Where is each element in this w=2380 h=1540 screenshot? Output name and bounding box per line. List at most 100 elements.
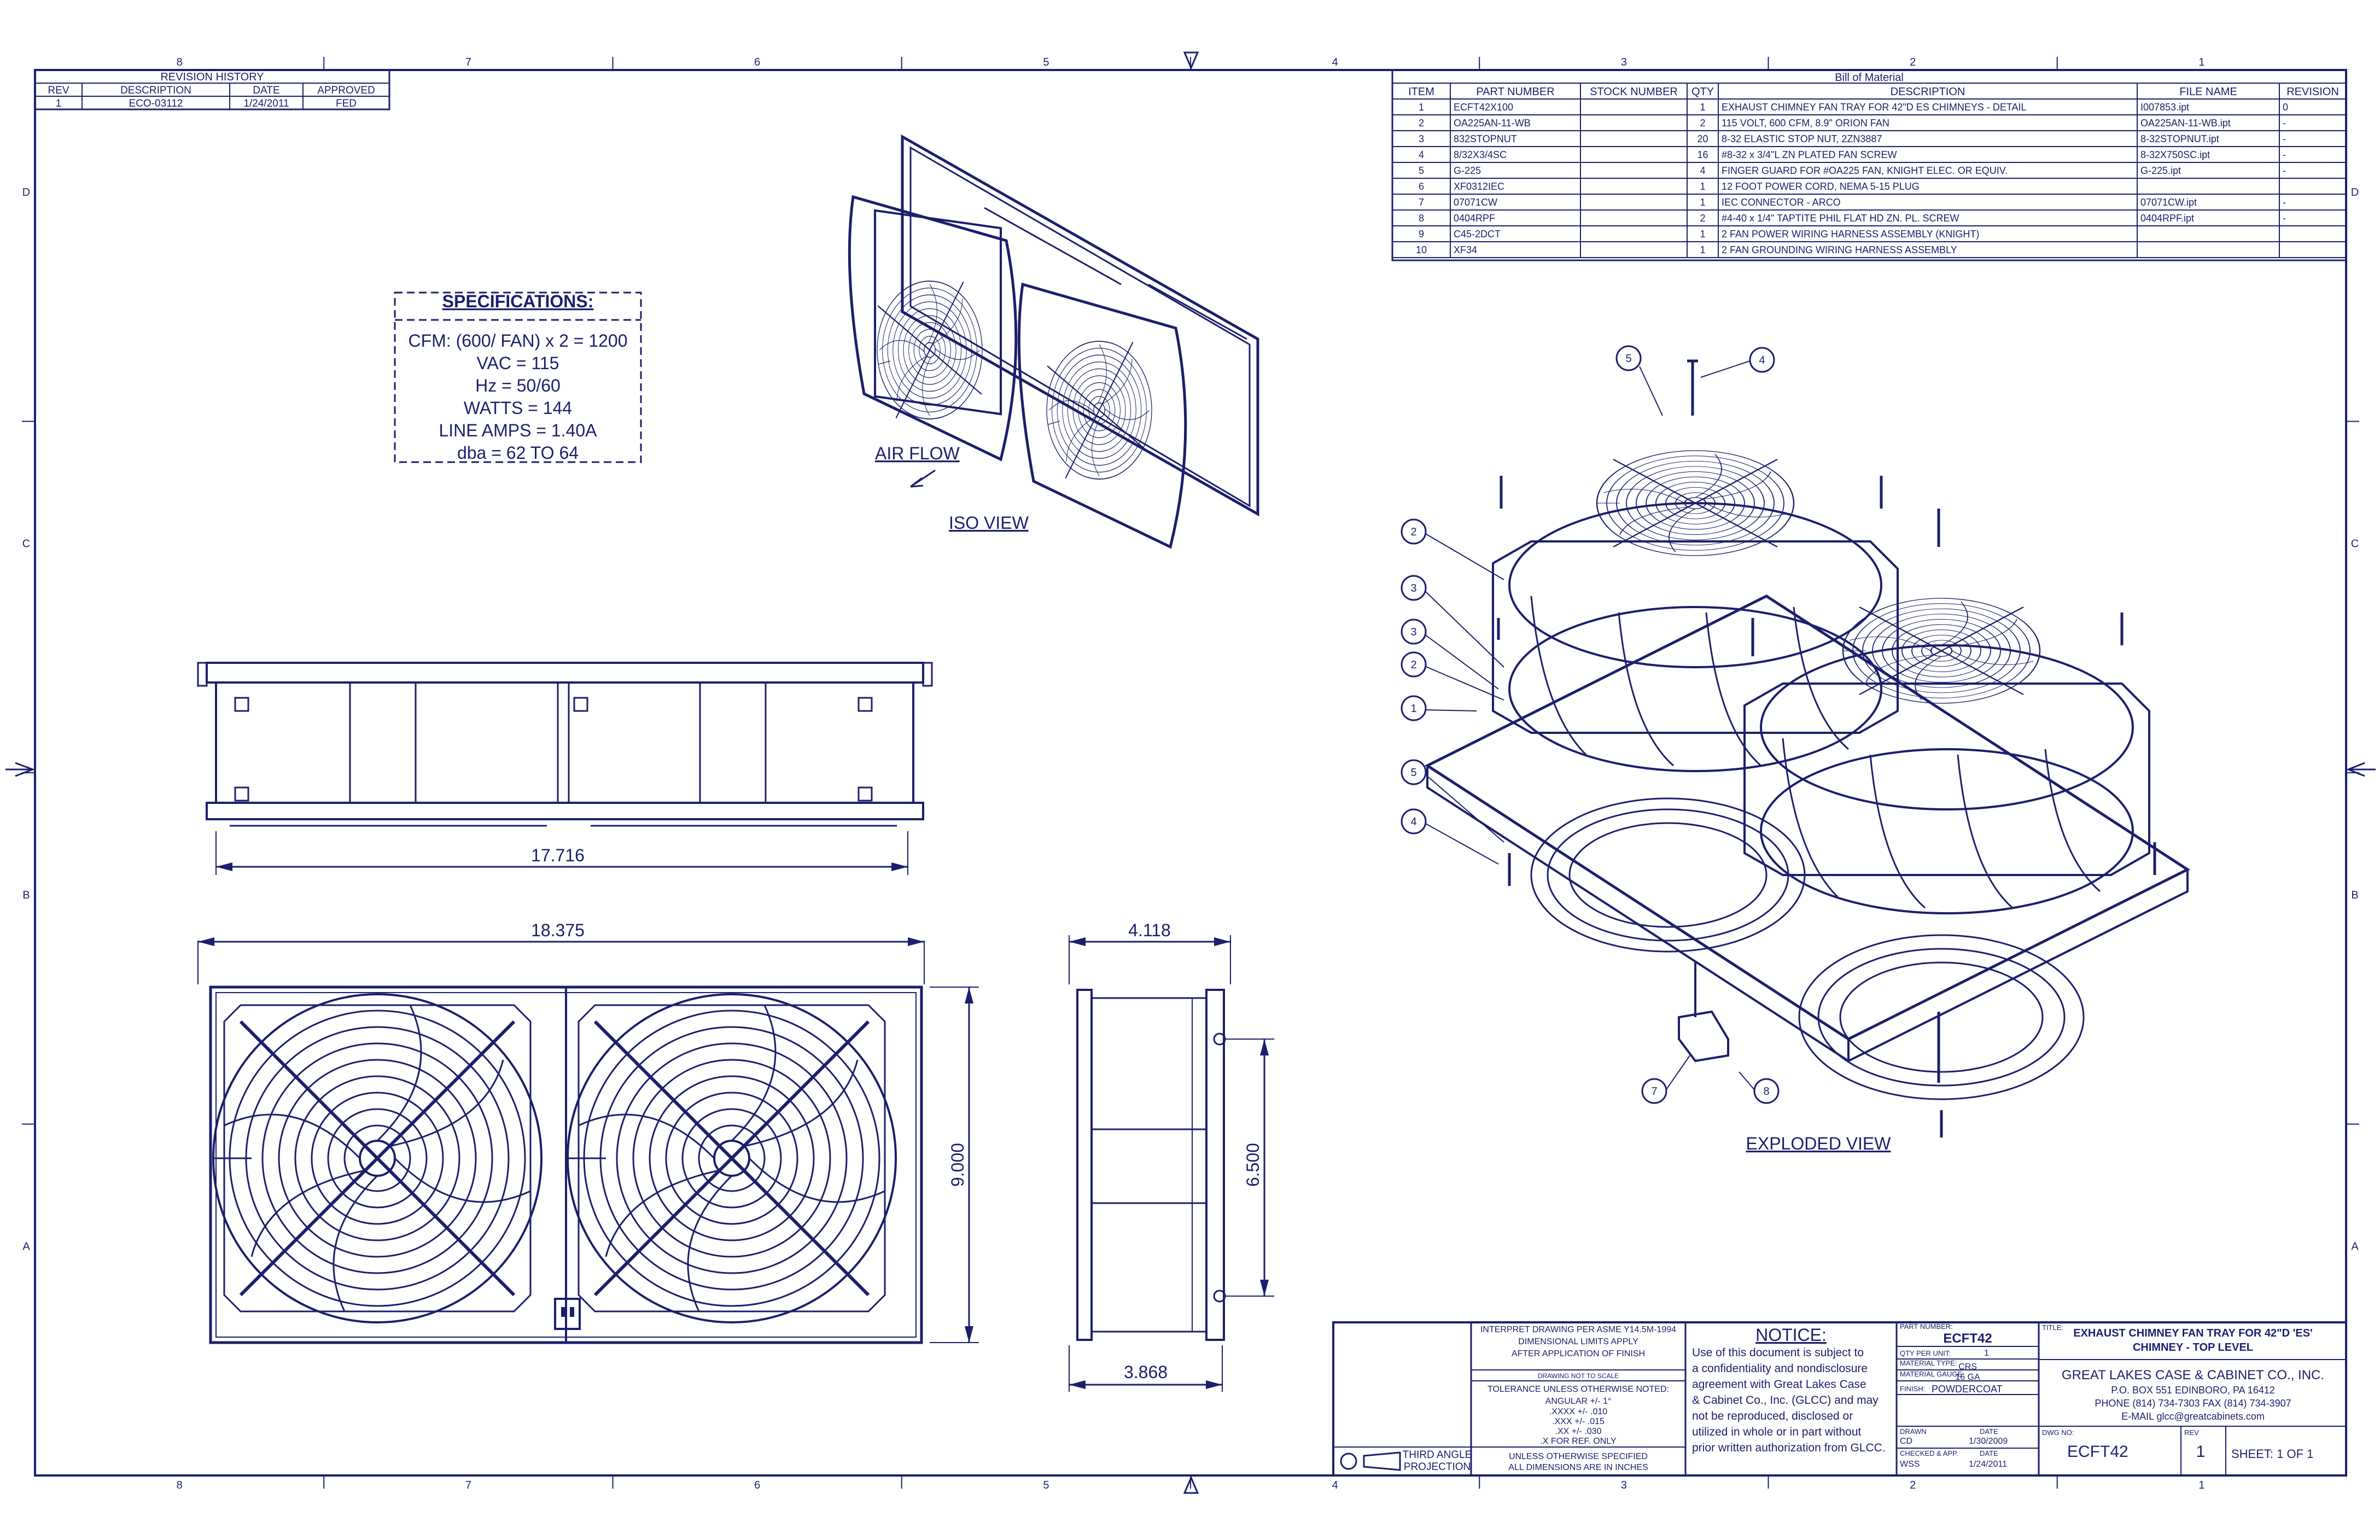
qty-value: 1 [1984, 1349, 1989, 1358]
item-balloon [1401, 651, 1427, 678]
projection-label: THIRD ANGLE [1403, 1449, 1472, 1461]
front-fan-1 [213, 994, 541, 1322]
dim-side-width: 17.716 [531, 845, 585, 865]
iso-view: AIR FLOW ISO VIEW [848, 134, 1259, 549]
zone-col-label: 1 [2198, 56, 2204, 68]
limits-note: DIMENSIONAL LIMITS APPLY [1518, 1337, 1638, 1346]
date-cell: 1/24/2011 [243, 98, 289, 109]
item-balloon-label: 7 [1651, 1086, 1657, 1098]
end-view: 4.118 6.500 3.868 [1069, 920, 1274, 1392]
drawing-title-line1: EXHAUST CHIMNEY FAN TRAY FOR 42"D 'ES' [2073, 1327, 2313, 1339]
front-fan-2 [568, 994, 896, 1322]
zone-col-label: 7 [465, 56, 471, 68]
bom-cell: 07071CW [1454, 197, 1497, 208]
item-balloon [1749, 347, 1775, 373]
bom-cell: EXHAUST CHIMNEY FAN TRAY FOR 42"D ES CHI… [1722, 102, 2027, 113]
description-cell: ECO-03112 [129, 98, 183, 109]
finish-value: POWDERCOAT [1932, 1384, 2003, 1395]
tol-4place: .XXXX +/- .010 [1549, 1407, 1607, 1416]
item-balloon-label: 2 [1410, 526, 1416, 538]
bom-header: QTY [1691, 86, 1714, 98]
units-note-2: ALL DIMENSIONS ARE IN INCHES [1508, 1463, 1648, 1472]
drawn-label: DRAWN [1900, 1427, 1927, 1436]
bom-cell: 1 [1700, 197, 1705, 208]
zone-row-label: D [2351, 186, 2359, 199]
bom-cell: 8-32STOPNUT.ipt [2140, 133, 2219, 144]
item-balloon-label: 3 [1410, 626, 1416, 638]
qty-label: QTY PER UNIT: [1900, 1349, 1951, 1357]
iso-fan-2 [1036, 328, 1163, 493]
zone-col-label: 3 [1621, 1479, 1627, 1491]
bom-cell: 16 [1697, 149, 1708, 160]
part-number-value: ECFT42 [1943, 1331, 1992, 1346]
zone-col-label: 1 [2198, 1479, 2204, 1491]
material-type-value: CRS [1958, 1362, 1977, 1372]
zone-col-label: 5 [1043, 56, 1049, 68]
bom-cell: 07071CW.ipt [2140, 197, 2197, 208]
part-number-label: PART NUMBER: [1900, 1322, 1953, 1331]
item-balloon [1401, 808, 1427, 835]
item-balloon-label: 3 [1410, 582, 1416, 594]
bom-cell: 2 FAN GROUNDING WIRING HARNESS ASSEMBLY [1722, 244, 1957, 255]
bom-cell: - [2283, 149, 2286, 160]
checked-date-value: 1/24/2011 [1969, 1460, 2007, 1469]
bom-cell: 115 VOLT, 600 CFM, 8.9" ORION FAN [1722, 118, 1889, 129]
bom-cell: IEC CONNECTOR - ARCO [1722, 197, 1841, 208]
bom-cell: 0404RPF [1454, 213, 1495, 224]
zone-col-label: 8 [177, 56, 183, 68]
checked-date-label: DATE [1980, 1449, 1998, 1457]
item-balloon [1401, 575, 1427, 601]
item-balloon [1401, 695, 1427, 721]
item-balloon-label: 8 [1763, 1086, 1769, 1098]
tol-angular: ANGULAR +/- 1° [1545, 1397, 1612, 1406]
zone-row-label: A [2351, 1241, 2359, 1253]
spec-amps: LINE AMPS = 1.40A [439, 421, 597, 440]
spec-hz: Hz = 50/60 [475, 376, 561, 395]
zone-row-label: D [22, 186, 30, 199]
bom-cell: #4-40 x 1/4" TAPTITE PHIL FLAT HD ZN. PL… [1722, 213, 1959, 224]
bom-cell: XF0312IEC [1454, 181, 1504, 192]
zone-col-label: 7 [465, 1479, 471, 1491]
title-label: TITLE: [2042, 1323, 2063, 1332]
bom-cell: G-225 [1454, 165, 1481, 176]
projection-label-2: PROJECTION [1404, 1461, 1471, 1473]
item-balloon-label: 4 [1759, 354, 1765, 366]
bom-header: STOCK NUMBER [1590, 86, 1678, 98]
bom-cell: 0 [2283, 102, 2288, 113]
bom-cell: G-225.ipt [2140, 165, 2181, 176]
dim-end-bottom: 3.868 [1124, 1362, 1168, 1382]
notice-line: Use of this document is subject to [1692, 1346, 1864, 1359]
spec-dba: dba = 62 TO 64 [457, 443, 579, 463]
bom-cell: 5 [1419, 165, 1424, 176]
bom-cell: 7 [1419, 197, 1424, 208]
notice-line: agreement with Great Lakes Case [1692, 1378, 1866, 1391]
bom-cell: 1 [1419, 102, 1424, 113]
date-header: DATE [253, 85, 279, 96]
finish-label: FINISH: [1900, 1385, 1925, 1393]
side-view: 17.716 [197, 662, 933, 875]
bom-cell: I007853.ipt [2140, 102, 2189, 113]
zone-col-label: 5 [1043, 1479, 1049, 1491]
company-name: GREAT LAKES CASE & CABINET CO., INC. [2062, 1368, 2324, 1382]
iec-power-connector [554, 1298, 581, 1330]
item-balloon-label: 4 [1410, 816, 1416, 828]
dim-front-width: 18.375 [531, 920, 585, 940]
units-note: UNLESS OTHERWISE SPECIFIED [1509, 1452, 1648, 1461]
bom-cell: #8-32 x 3/4"L ZN PLATED FAN SCREW [1722, 149, 1897, 160]
zone-row-label: B [2351, 889, 2358, 901]
air-flow-label: AIR FLOW [875, 444, 960, 463]
item-balloon [1401, 518, 1427, 545]
zone-col-label: 2 [1910, 1479, 1916, 1491]
bom-cell: 2 [1700, 213, 1705, 224]
zone-col-label: 3 [1621, 56, 1627, 68]
gauge-label: MATERIAL GAUGE: [1900, 1370, 1964, 1378]
spec-cfm: CFM: (600/ FAN) x 2 = 1200 [408, 331, 627, 351]
zone-row-label: B [22, 889, 30, 901]
bom-cell: FINGER GUARD FOR #OA225 FAN, KNIGHT ELEC… [1722, 165, 2008, 176]
bom-grid [1392, 83, 2346, 258]
bom-cell: 1 [1700, 229, 1705, 240]
dim-front-height: 9.000 [948, 1143, 967, 1187]
